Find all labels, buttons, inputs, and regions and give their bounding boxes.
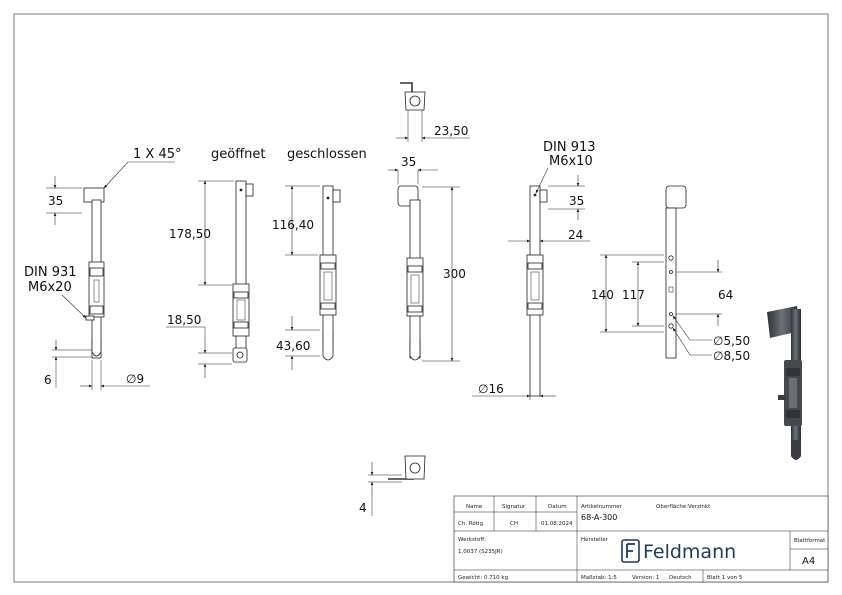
- din913-label: DIN 913: [543, 140, 596, 155]
- dim-117: 117: [622, 288, 645, 302]
- tb-language: Deutsch: [669, 575, 692, 581]
- dim-35-right: 35: [569, 194, 584, 208]
- dim-dia16: ∅16: [478, 382, 504, 396]
- dim-dia5-50: ∅5,50: [713, 334, 750, 348]
- view-din913: DIN 913 M6x10 35 24 ∅16: [472, 140, 596, 400]
- dim-178-50: 178,50: [169, 227, 211, 241]
- iso-render-bolt: [767, 306, 802, 460]
- tb-surface-value: Verzinkt: [688, 504, 711, 510]
- dim-43-60: 43,60: [276, 339, 310, 353]
- tb-signature-label: Signatur: [502, 504, 526, 510]
- tb-material-value: 1.0037 (S235JR): [458, 549, 503, 555]
- feldmann-logo-icon: [621, 539, 640, 563]
- tb-surface-label: Oberfläche:: [656, 504, 688, 510]
- view-side-chamfer: 1 X 45° 35 DIN 931 M6x20 6 ∅9: [24, 147, 181, 390]
- dim-dia8-50: ∅8,50: [713, 349, 750, 363]
- tb-article-value: 68-A-300: [581, 513, 617, 522]
- tb-version: Version: 1: [632, 575, 659, 581]
- din913-thread-label: M6x10: [549, 154, 593, 169]
- dim-140: 140: [591, 288, 614, 302]
- view-front-300: 35 300: [388, 155, 466, 362]
- tb-manufacturer-label: Hersteller: [581, 537, 609, 543]
- dim-64: 64: [718, 288, 733, 302]
- tb-name-label: Name: [466, 504, 483, 510]
- tb-sheet-format-value: A4: [802, 556, 815, 567]
- tb-date-label: Datum: [548, 504, 567, 510]
- dim-4: 4: [359, 501, 367, 515]
- dim-35-top: 35: [401, 155, 416, 169]
- tb-sheet-format-label: Blattformat: [794, 538, 826, 544]
- din931-label: DIN 931: [24, 265, 77, 280]
- dim-23-50: 23,50: [434, 124, 468, 138]
- view-opened: geöffnet 178,50 18,50: [166, 147, 266, 378]
- dim-6: 6: [44, 373, 52, 387]
- view-back-plate: 140 117 64 ∅5,50 ∅8,50: [591, 185, 750, 363]
- closed-label: geschlossen: [287, 147, 367, 162]
- view-handle-detail: 4: [359, 455, 426, 516]
- view-top-handle: 23,50: [396, 82, 470, 142]
- tb-signature-value: CH: [510, 521, 518, 527]
- dim-18-50: 18,50: [167, 313, 201, 327]
- title-block: Name Signatur Datum Ch. Rötig CH 01.08.2…: [453, 495, 829, 583]
- drawing-frame: [13, 13, 829, 583]
- tb-weight: Gewicht: 0.710 kg: [458, 575, 508, 581]
- dim-116-40: 116,40: [272, 218, 314, 232]
- tb-name-value: Ch. Rötig: [458, 521, 483, 527]
- tb-article-label: Artikelnummer: [581, 504, 623, 510]
- tb-sheet: Blatt 1 von 5: [707, 575, 743, 581]
- dim-300: 300: [443, 267, 466, 281]
- view-closed: geschlossen 116,40 43,60: [272, 147, 367, 370]
- tb-scale: Maßstab: 1:5: [581, 575, 617, 581]
- tb-date-value: 01.08.2024: [541, 521, 573, 527]
- dim-24: 24: [568, 228, 583, 242]
- tb-brand-name: Feldmann: [643, 541, 736, 563]
- opened-label: geöffnet: [211, 147, 266, 162]
- dim-35-left: 35: [48, 194, 63, 208]
- tb-material-label: Werkstoff:: [458, 537, 486, 543]
- chamfer-label: 1 X 45°: [133, 147, 181, 162]
- dim-dia9: ∅9: [126, 372, 144, 386]
- din931-thread-label: M6x20: [28, 280, 72, 295]
